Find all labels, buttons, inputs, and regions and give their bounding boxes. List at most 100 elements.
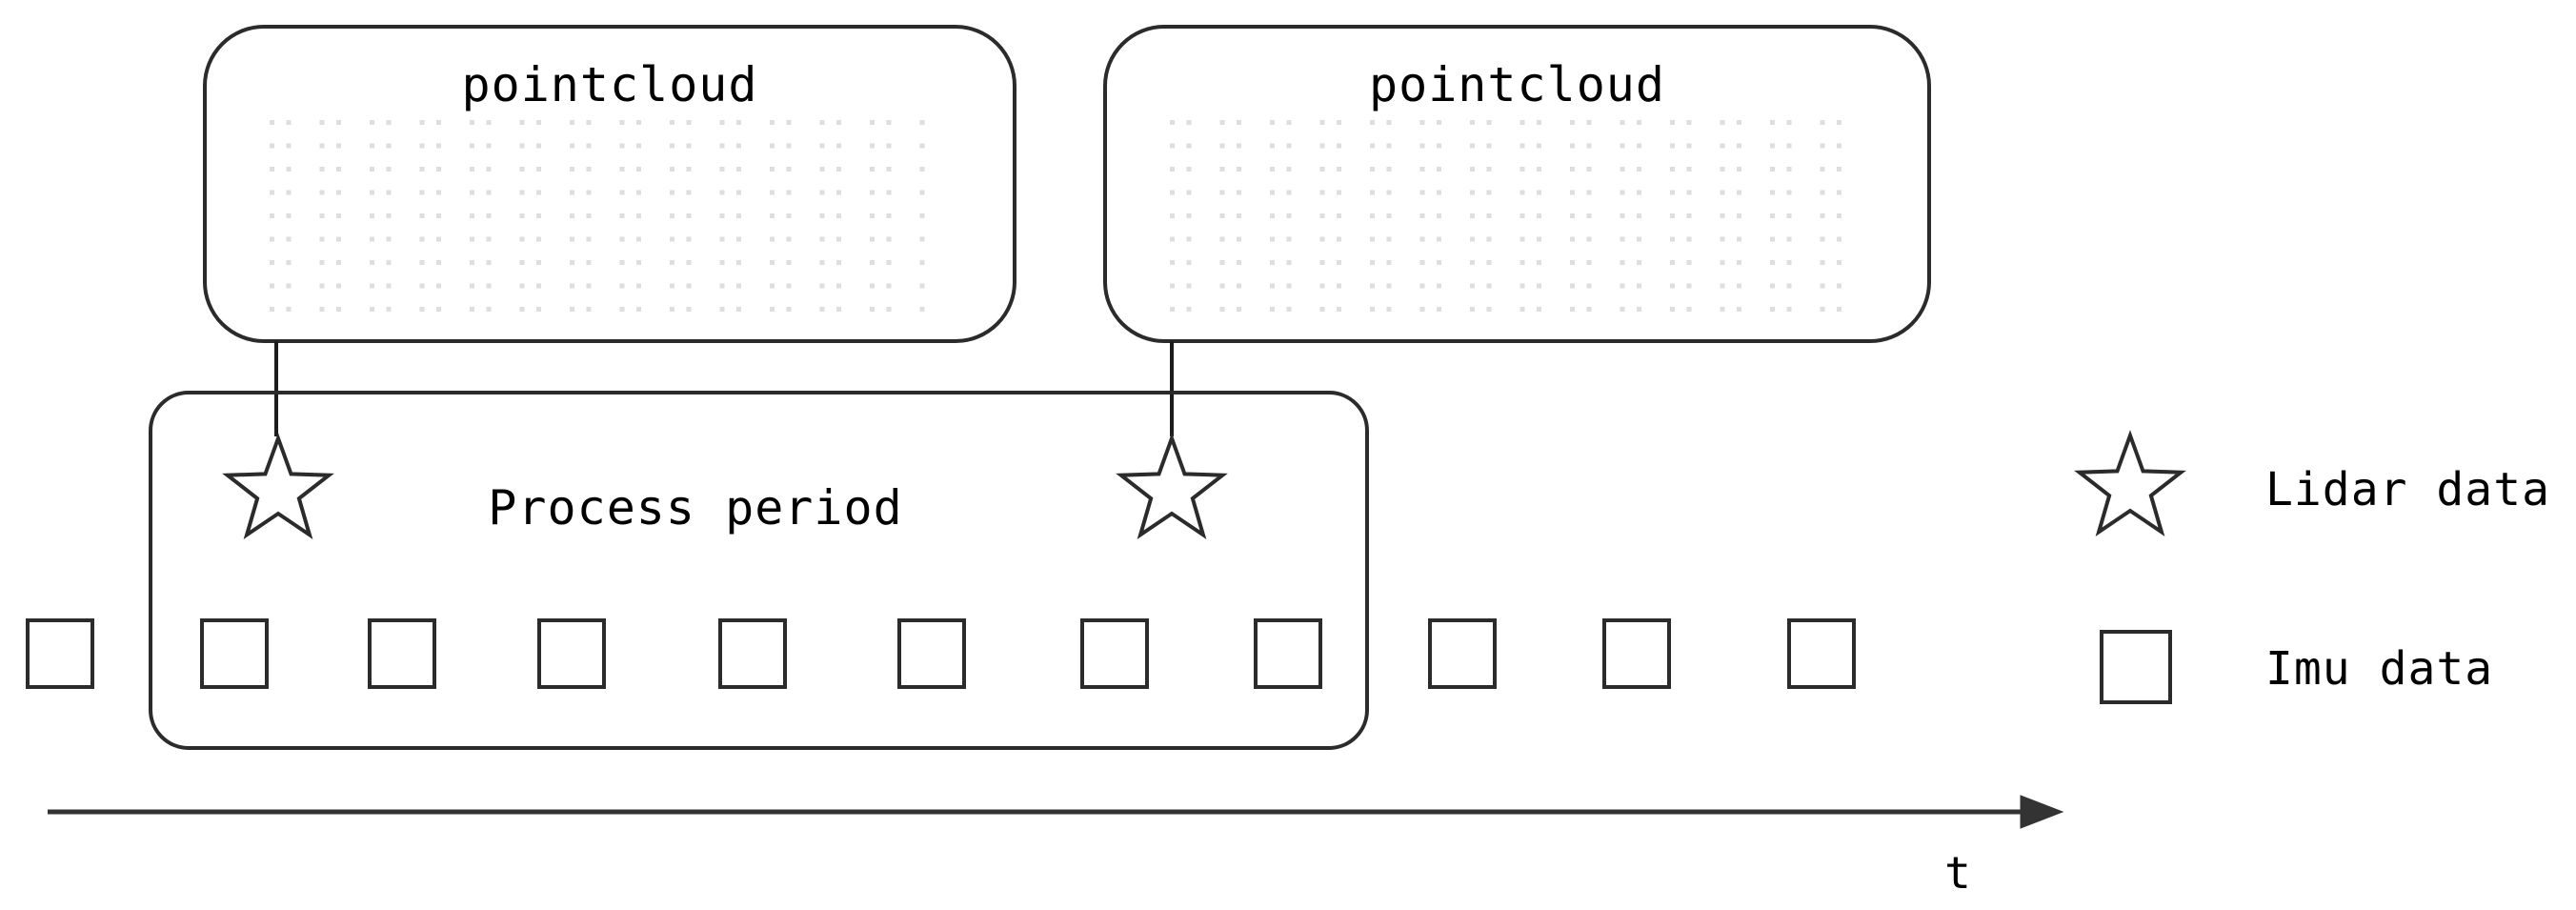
- pointcloud-dot: [1519, 307, 1525, 312]
- pointcloud-dot: [686, 120, 692, 125]
- pointcloud-dot: [419, 213, 425, 218]
- pointcloud-dot: [770, 260, 775, 265]
- pointcloud-dot: [586, 260, 592, 265]
- pointcloud-dot: [1686, 167, 1692, 172]
- pointcloud-dot: [1237, 213, 1241, 218]
- pointcloud-dot: [1570, 307, 1575, 312]
- pointcloud-dot: [1470, 167, 1475, 172]
- pointcloud-dot: [1270, 213, 1275, 218]
- pointcloud-dot: [570, 307, 574, 312]
- pointcloud-dot: [1170, 167, 1175, 172]
- pointcloud-dot: [619, 167, 625, 172]
- square-icon: [2100, 630, 2172, 704]
- pointcloud-dot: [919, 307, 925, 312]
- pointcloud-dot: [419, 283, 425, 289]
- pointcloud-dot: [1337, 236, 1341, 242]
- pointcloud-dot: [786, 213, 792, 218]
- pointcloud-dot: [1737, 260, 1741, 265]
- pointcloud-dot: [686, 283, 692, 289]
- pointcloud-dot: [1786, 307, 1792, 312]
- pointcloud-dot: [519, 143, 525, 149]
- pointcloud-dot: [519, 190, 525, 195]
- pointcloud-dot: [1219, 143, 1225, 149]
- pointcloud-dot: [1337, 307, 1341, 312]
- pointcloud-dot: [686, 167, 692, 172]
- pointcloud-dot: [1437, 236, 1441, 242]
- pointcloud-dot: [270, 260, 274, 265]
- pointcloud-dot: [270, 213, 274, 218]
- pointcloud-dot: [470, 190, 474, 195]
- pointcloud-dot: [686, 143, 692, 149]
- pointcloud-dot: [270, 143, 274, 149]
- pointcloud-dot: [519, 307, 525, 312]
- lidar-star-2: [1116, 433, 1228, 540]
- pointcloud-dot: [736, 307, 741, 312]
- pointcloud-dot: [1820, 190, 1825, 195]
- pointcloud-dot: [1219, 236, 1225, 242]
- pointcloud-dot: [286, 120, 292, 125]
- pointcloud-dot: [836, 283, 841, 289]
- pointcloud-dot: [1437, 260, 1441, 265]
- pointcloud-dot: [570, 167, 574, 172]
- pointcloud-dot: [886, 120, 892, 125]
- pointcloud-dot: [719, 307, 725, 312]
- pointcloud-dot: [919, 143, 925, 149]
- pointcloud-dot: [536, 283, 541, 289]
- pointcloud-dot: [270, 190, 274, 195]
- pointcloud-dot: [919, 213, 925, 218]
- pointcloud-dot: [1637, 120, 1641, 125]
- pointcloud-dot: [686, 236, 692, 242]
- pointcloud-dot: [719, 143, 725, 149]
- pointcloud-dot: [636, 236, 641, 242]
- pointcloud-dot: [536, 120, 541, 125]
- pointcloud-dot: [1570, 260, 1575, 265]
- pointcloud-dot: [436, 307, 441, 312]
- pointcloud-dot: [470, 283, 474, 289]
- pointcloud-dot: [1186, 167, 1192, 172]
- pointcloud-dot: [1786, 167, 1792, 172]
- pointcloud-dot: [870, 236, 875, 242]
- pointcloud-dot: [1170, 143, 1175, 149]
- pointcloud-dot: [1170, 190, 1175, 195]
- pointcloud-dot: [1270, 236, 1275, 242]
- pointcloud-dot: [1637, 236, 1641, 242]
- pointcloud-dot: [836, 190, 841, 195]
- pointcloud-dot: [336, 213, 341, 218]
- pointcloud-dot: [1837, 307, 1841, 312]
- pointcloud-dot: [1286, 236, 1292, 242]
- pointcloud-dot: [1386, 236, 1392, 242]
- legend-item-1: Lidar data: [2074, 430, 2549, 537]
- time-axis-label: t: [1944, 847, 1971, 899]
- pointcloud-dot: [1386, 167, 1392, 172]
- pointcloud-dot: [736, 167, 741, 172]
- pointcloud-dot: [319, 283, 325, 289]
- pointcloud-dot: [736, 236, 741, 242]
- pointcloud-dot: [1737, 120, 1741, 125]
- pointcloud-dot: [1820, 143, 1825, 149]
- pointcloud-dot: [1670, 236, 1675, 242]
- pointcloud-dot: [1670, 260, 1675, 265]
- pointcloud-dot: [486, 213, 492, 218]
- pointcloud-dot: [1720, 283, 1725, 289]
- pointcloud-dot: [336, 190, 341, 195]
- pointcloud-dot: [586, 283, 592, 289]
- pointcloud-dot: [1219, 260, 1225, 265]
- pointcloud-dot: [419, 120, 425, 125]
- pointcloud-dot: [1337, 143, 1341, 149]
- pointcloud-dot: [786, 120, 792, 125]
- pointcloud-dot: [319, 190, 325, 195]
- pointcloud-dot: [1386, 120, 1392, 125]
- pointcloud-dot: [1419, 236, 1425, 242]
- pointcloud-dot: [636, 143, 641, 149]
- time-axis-group: t: [48, 795, 2064, 899]
- pointcloud-dot: [1170, 260, 1175, 265]
- pointcloud-dot: [670, 260, 674, 265]
- process-period-box: [149, 391, 1369, 750]
- pointcloud-dot: [386, 120, 392, 125]
- pointcloud-dot: [1620, 167, 1625, 172]
- pointcloud-dot: [1720, 167, 1725, 172]
- pointcloud-dot: [1486, 167, 1492, 172]
- pointcloud-dot: [1770, 307, 1775, 312]
- pointcloud-dot: [1237, 120, 1241, 125]
- pointcloud-dot: [1237, 307, 1241, 312]
